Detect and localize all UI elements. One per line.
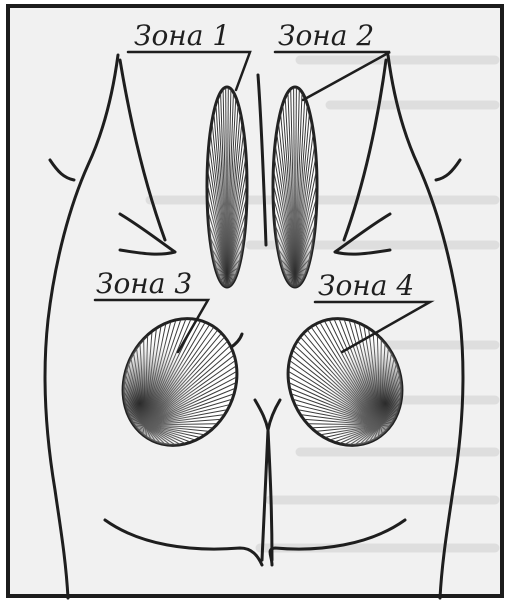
zone-2-label: Зона 2 — [278, 19, 374, 52]
zone-4-label: Зона 4 — [318, 269, 414, 302]
zone-2-shape — [273, 87, 317, 287]
zone-1-shape — [207, 87, 247, 287]
zone-3-label: Зона 3 — [96, 267, 192, 300]
zone-1-label: Зона 1 — [134, 19, 230, 52]
